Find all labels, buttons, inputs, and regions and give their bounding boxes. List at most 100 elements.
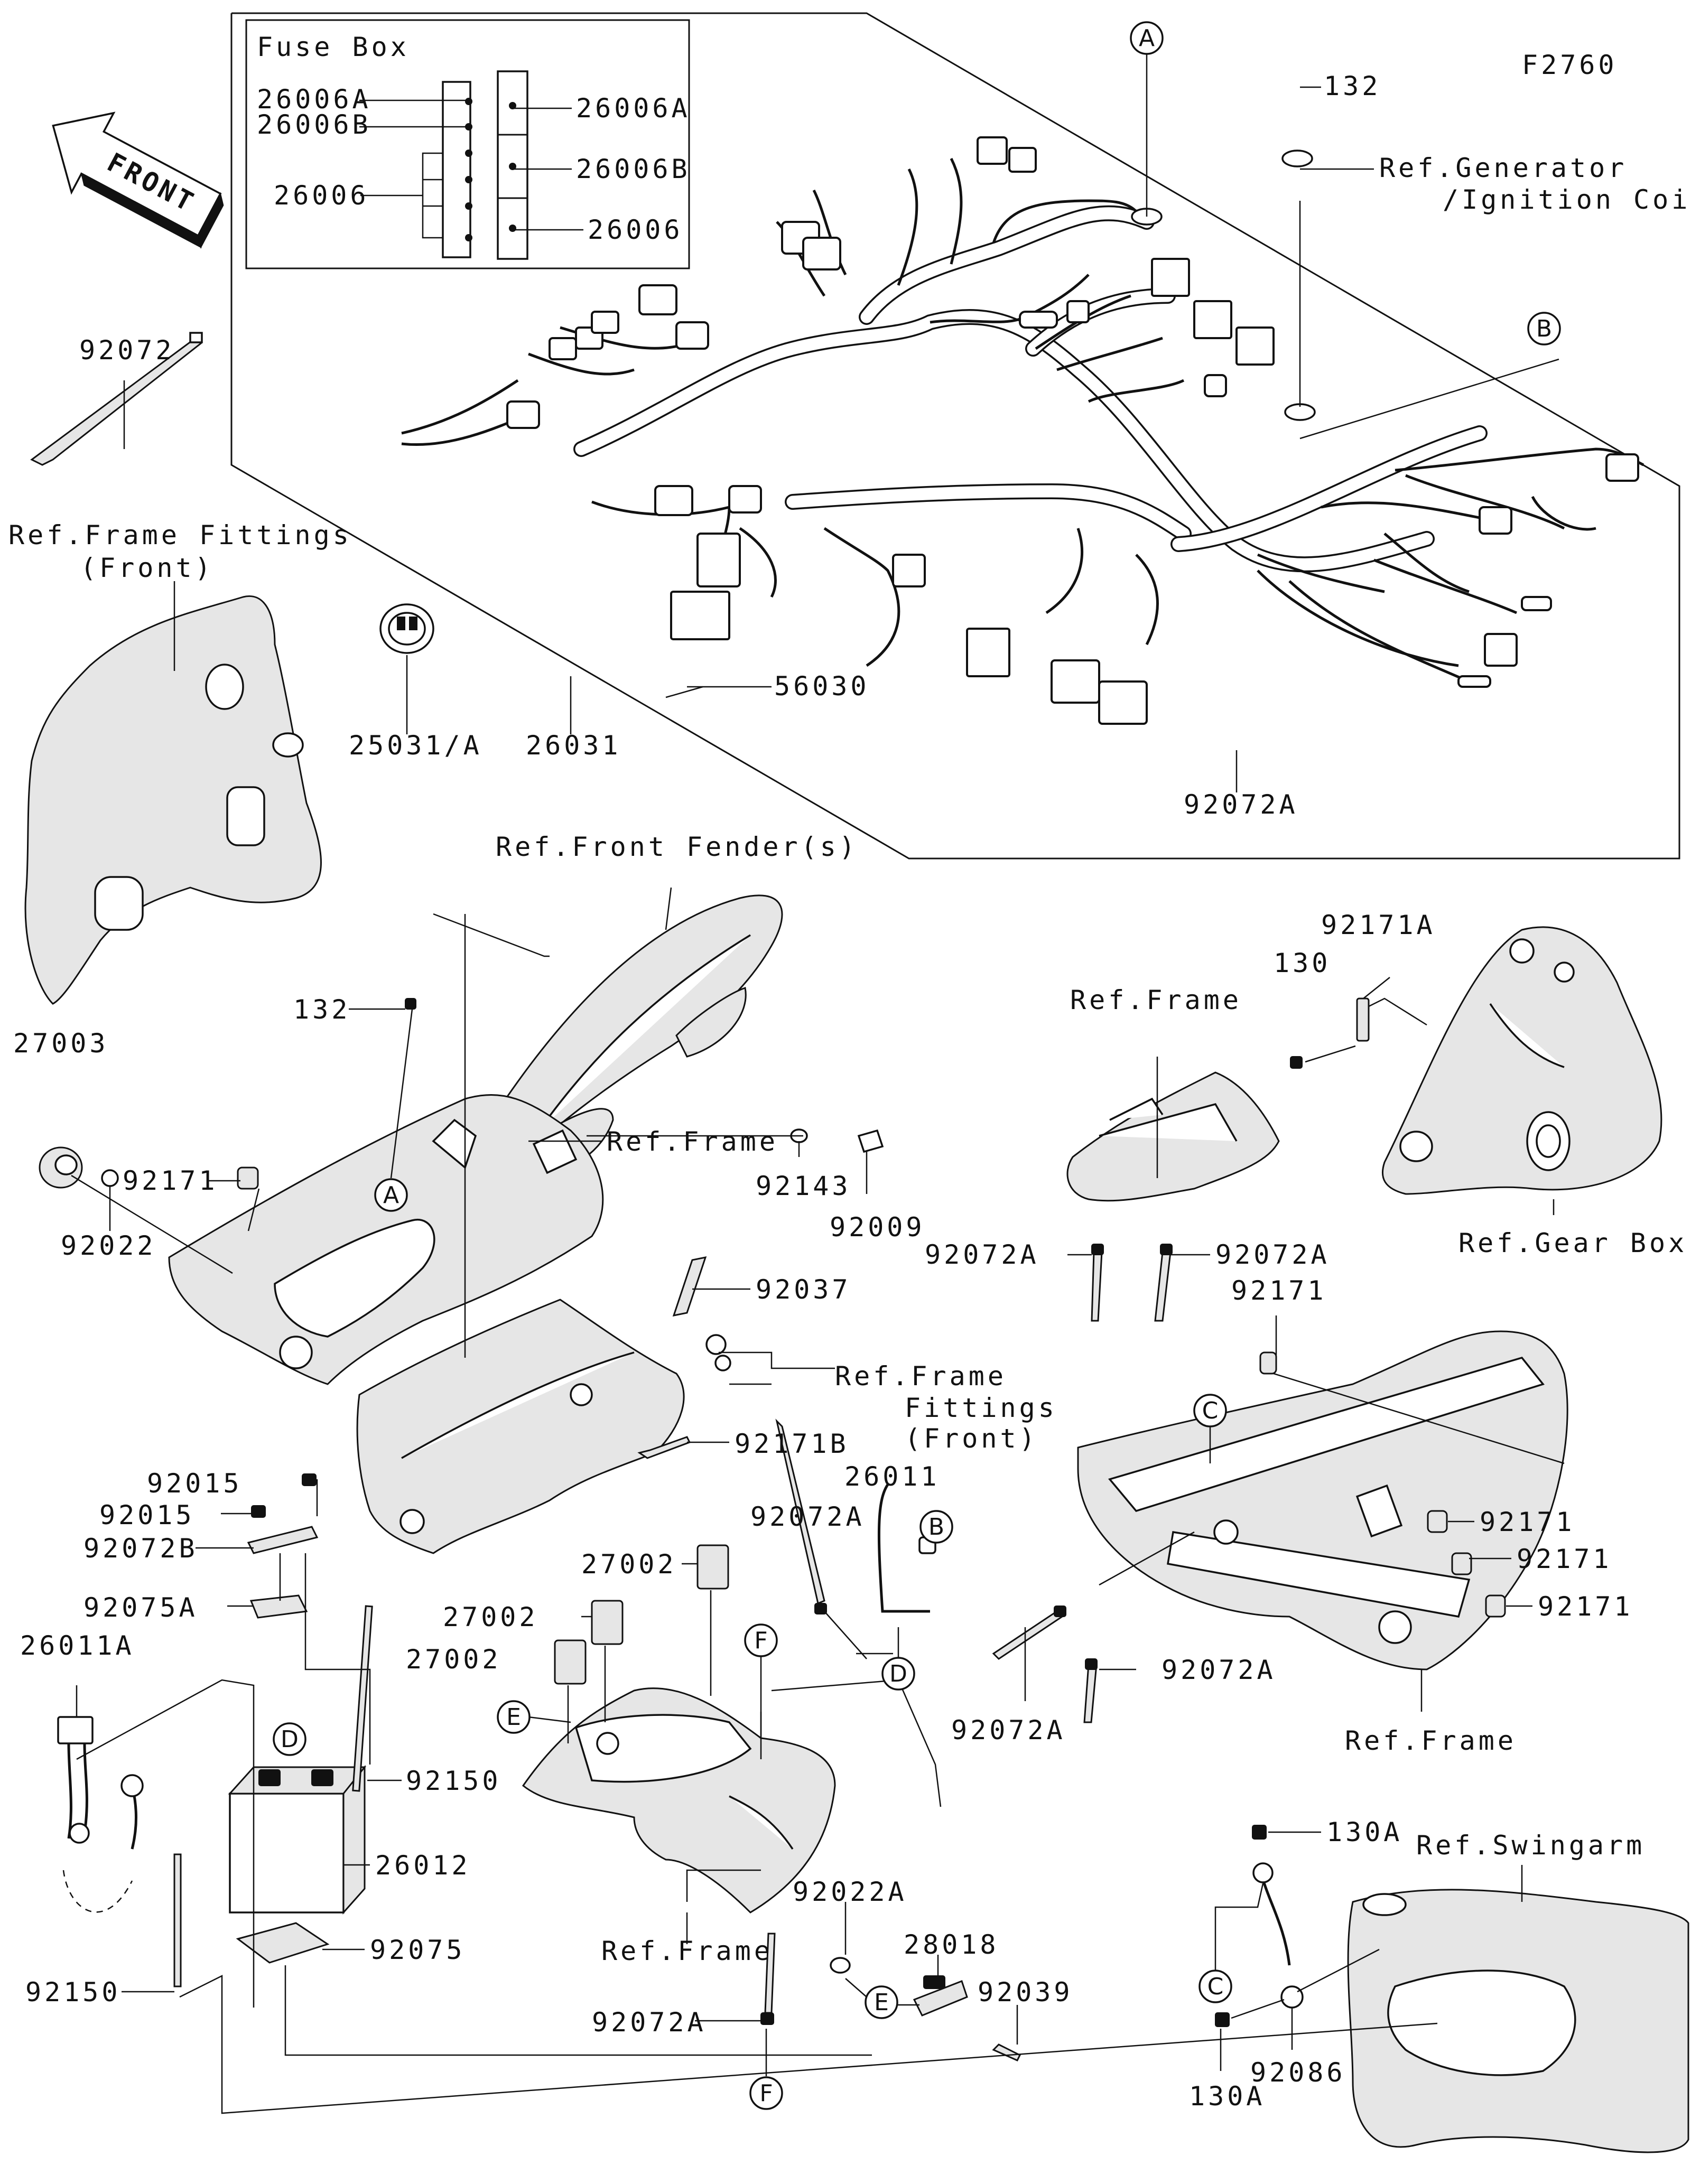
tie-92072a-bottom (760, 1933, 776, 2025)
fuse-box-title: Fuse Box (257, 32, 410, 62)
label-92015-b: 92015 (99, 1500, 195, 1530)
gear-box-ref (1381, 926, 1662, 1195)
label-92072a-bottom: 92072A (592, 2007, 707, 2038)
label-92171-r2: 92171 (1517, 1544, 1612, 1574)
label-ref-frame-fittings-2b: Fittings (905, 1393, 1057, 1423)
label-27002-b: 27002 (443, 1602, 538, 1632)
circle-b-top: B (1527, 312, 1561, 346)
label-27002-a: 27002 (581, 1549, 677, 1580)
label-92171a: 92171A (1321, 910, 1436, 940)
svg-text:F: F (754, 1627, 767, 1654)
circle-a-mid: A (374, 1178, 408, 1212)
label-92075a: 92075A (83, 1592, 198, 1623)
label-92171-r0: 92171 (1231, 1275, 1327, 1306)
clips-92171-right (1259, 1351, 1506, 1618)
cable-tie-92072 (30, 332, 203, 466)
front-fender-ref (463, 894, 783, 1174)
circle-a-top: A (1130, 21, 1164, 55)
circle-e-bottom: E (865, 1985, 898, 2019)
svg-text:A: A (383, 1182, 399, 1209)
label-ref-gear-box: Ref.Gear Box (1458, 1228, 1687, 1258)
svg-text:E: E (874, 1989, 889, 2016)
label-92143: 92143 (756, 1171, 851, 1201)
label-130a-bottom: 130A (1189, 2081, 1265, 2112)
fitting-clip (705, 1334, 731, 1371)
sensor-28018 (913, 1975, 968, 2017)
label-ref-generator: Ref.Generator (1379, 153, 1627, 183)
clip-92171-left (237, 1166, 259, 1190)
battery-26012 (228, 1765, 367, 1915)
label-26011a: 26011A (20, 1630, 135, 1661)
fuse-label-26006a-left: 26006A (257, 84, 371, 115)
swingarm-ref (1347, 1889, 1689, 2153)
label-130a-top: 130A (1326, 1817, 1402, 1847)
svg-text:E: E (506, 1704, 521, 1731)
relays-27002 (554, 1544, 729, 1685)
relay-frame-ref (522, 1687, 836, 1914)
label-ref-frame-mid: Ref.Frame (607, 1126, 778, 1157)
label-ref-front-fenders: Ref.Front Fender(s) (496, 832, 858, 862)
main-wire-harness (401, 136, 1644, 725)
pad-92075a (249, 1594, 308, 1619)
harness-panel (230, 12, 1680, 860)
label-ref-frame-right: Ref.Frame (1070, 985, 1242, 1015)
label-92009: 92009 (830, 1212, 925, 1243)
bolt-130 (1290, 1056, 1303, 1069)
label-ref-frame-fittings: Ref.Frame Fittings (8, 520, 352, 550)
fuse-box-inset: Fuse Box 26006A 26006B 26006 26006A 26 (245, 19, 691, 269)
harness-connectors (506, 136, 1639, 725)
circle-c-mid: C (1193, 1394, 1227, 1427)
tag-92037 (672, 1256, 707, 1317)
callout-circles: A B A C B D F E D C E F (273, 21, 1561, 2110)
screw-92039 (992, 2043, 1021, 2061)
grommet-27003 (39, 1146, 119, 1189)
part-labels: 132 Ref.Generator /Ignition Coil 92072 R… (8, 71, 1691, 2112)
label-92150-b: 92150 (25, 1977, 121, 2008)
fuse-label-26006a-right: 26006A (576, 93, 691, 124)
label-92086: 92086 (1250, 2057, 1346, 2088)
label-92072a-r3: 92072A (1162, 1655, 1276, 1685)
fuse-label-26006-left: 26006 (274, 180, 369, 211)
label-ref-frame-fittings-2c: (Front) (905, 1423, 1038, 1454)
label-92022: 92022 (61, 1230, 156, 1261)
circle-b-mid: B (919, 1510, 953, 1544)
fuse-label-26006-right: 26006 (588, 214, 683, 245)
frame-mid-assembly (168, 1094, 604, 1385)
svg-text:D: D (281, 1726, 299, 1753)
svg-text:B: B (928, 1514, 944, 1541)
label-ref-generator-2: /Ignition Coil (1443, 184, 1691, 215)
circle-f-mid: F (744, 1623, 778, 1657)
label-92171-r1: 92171 (1480, 1507, 1575, 1537)
label-92072a-r1: 92072A (925, 1239, 1039, 1270)
frame-fittings-front-part (24, 595, 322, 1005)
label-92039: 92039 (978, 1977, 1073, 2008)
tie-92171b (637, 1436, 691, 1459)
label-92015-a: 92015 (147, 1468, 243, 1499)
circle-d-mid: D (881, 1657, 915, 1691)
label-92150-a: 92150 (406, 1766, 501, 1796)
label-92072: 92072 (79, 335, 175, 366)
battery-lead-26011a (57, 1716, 144, 1913)
label-ref-frame-lower-right: Ref.Frame (1345, 1725, 1517, 1756)
label-26011: 26011 (844, 1461, 940, 1492)
svg-text:B: B (1536, 315, 1552, 342)
harness-26011 (877, 1483, 936, 1613)
front-arrow-icon: FRONT (52, 111, 224, 249)
figure-id: F2760 (1522, 50, 1618, 80)
nut-132-mid (405, 998, 416, 1010)
label-26031: 26031 (526, 730, 621, 761)
circle-f-bottom: F (749, 2076, 783, 2110)
frame-ref-upper-right (1066, 1071, 1280, 1202)
bolt-130a-bottom (1215, 2012, 1230, 2027)
label-92072a-harness: 92072A (1184, 789, 1298, 820)
circle-c-swingarm: C (1198, 1970, 1232, 2003)
label-92072a-mid: 92072A (750, 1501, 865, 1532)
label-92171-left: 92171 (123, 1165, 218, 1196)
label-26012: 26012 (375, 1850, 471, 1881)
label-56030: 56030 (774, 671, 870, 702)
bolt-130a-top (1252, 1825, 1267, 1840)
label-92075: 92075 (370, 1935, 466, 1965)
bracket-plate-92171b (356, 1299, 685, 1554)
fuse-label-26006b-left: 26006B (257, 109, 371, 140)
